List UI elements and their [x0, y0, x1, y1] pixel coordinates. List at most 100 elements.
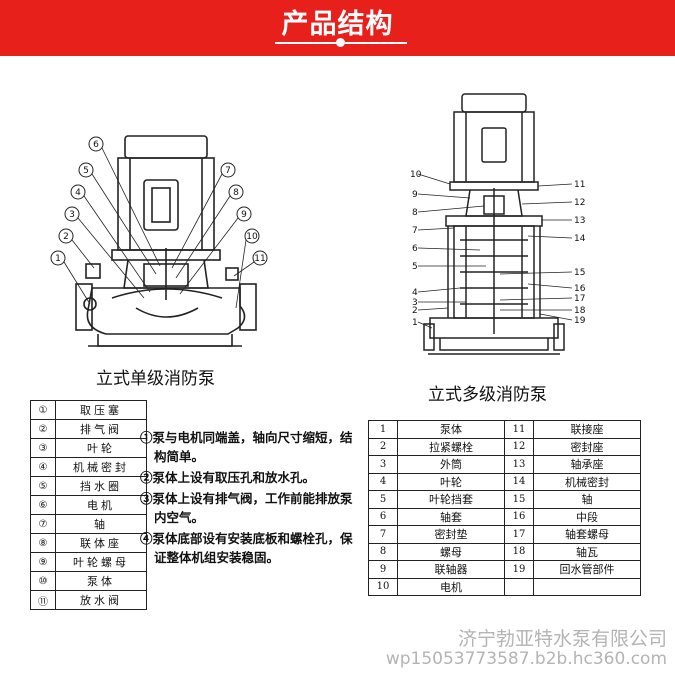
legend-part-name: 泵体	[397, 420, 505, 439]
legend-part-name: 叶轮挡套	[397, 490, 505, 509]
legend-number: 16	[504, 507, 534, 526]
note-4: ④泵体底部设有安装底板和螺栓孔，保证整体机组安装稳固。	[140, 531, 353, 565]
legend-part-name: 机械密封	[55, 457, 147, 477]
watermark-url: wp15053773587.b2b.hc360.com	[385, 649, 667, 669]
legend-number: 11	[504, 420, 534, 439]
multi-callout-11: 11	[574, 180, 585, 190]
legend-part-name: 拉紧螺栓	[397, 437, 505, 456]
legend-number: ⑥	[30, 495, 56, 515]
single-stage-notes: ①泵与电机同端盖，轴向尺寸缩短，结构简单。 ②泵体上设有取压孔和放水孔。 ③泵体…	[140, 428, 362, 569]
single-stage-caption: 立式单级消防泵	[96, 369, 215, 389]
legend-number: 3	[368, 455, 398, 474]
legend-number: 5	[368, 490, 398, 509]
note-3: ③泵体上设有排气阀，工作前能排放泵内空气。	[140, 491, 353, 525]
multi-callout-9: 9	[412, 190, 418, 200]
legend-number: 12	[504, 437, 534, 456]
legend-number: 6	[368, 507, 398, 526]
legend-part-name: 联轴器	[397, 560, 505, 579]
legend-part-name: 取压塞	[55, 400, 147, 420]
legend-part-name: 轴套螺母	[533, 525, 641, 544]
single-stage-pump-diagram: 6 5 4 3 2 1 7 8 9 10 11	[50, 135, 268, 347]
multi-callout-18: 18	[574, 306, 586, 316]
callout-6: 6	[93, 140, 99, 150]
legend-number: 7	[368, 525, 398, 544]
multi-callout-2: 2	[412, 306, 418, 316]
legend-part-name: 轴套	[397, 507, 505, 526]
header-banner: 产品结构	[0, 0, 675, 56]
legend-number: ⑤	[30, 476, 56, 496]
multi-callout-3: 3	[412, 298, 418, 308]
title-underline-dot	[336, 38, 345, 47]
legend-part-name: 密封座	[533, 437, 641, 456]
legend-part-name: 密封垫	[397, 525, 505, 544]
legend-number: 2	[368, 437, 398, 456]
legend-number: ⑧	[30, 533, 56, 553]
multi-stage-pump-diagram: 10 9 8 7 6 5 4 3 2 1 11 12 13 14 15 16 1…	[410, 93, 586, 355]
legend-part-name: 螺母	[397, 542, 505, 561]
legend-part-name: 中段	[533, 507, 641, 526]
legend-part-name: 挡水圈	[55, 476, 147, 496]
legend-number: 17	[504, 525, 534, 544]
multi-callout-12: 12	[574, 198, 585, 208]
legend-part-name: 轴	[55, 514, 147, 534]
legend-part-name: 叶轮	[397, 472, 505, 491]
callout-8: 8	[233, 188, 239, 198]
multi-callout-16: 16	[574, 284, 586, 294]
legend-part-name: 轴瓦	[533, 542, 641, 561]
callout-11: 11	[254, 254, 265, 264]
page-title: 产品结构	[281, 9, 394, 40]
legend-number: 10	[368, 577, 398, 596]
multi-callout-8: 8	[412, 208, 418, 218]
callout-7: 7	[225, 166, 231, 176]
callout-4: 4	[75, 188, 81, 198]
legend-number: 14	[504, 472, 534, 491]
multi-stage-caption: 立式多级消防泵	[428, 385, 547, 405]
multi-callout-5: 5	[412, 262, 418, 272]
callout-3: 3	[69, 210, 75, 220]
legend-part-name: 外筒	[397, 455, 505, 474]
legend-part-name	[533, 577, 641, 596]
multi-callout-10: 10	[410, 170, 422, 180]
callout-10: 10	[246, 232, 258, 242]
legend-number: ④	[30, 457, 56, 477]
legend-part-name: 机械密封	[533, 472, 641, 491]
legend-part-name: 电机	[397, 577, 505, 596]
legend-part-name: 联接座	[533, 420, 641, 439]
legend-number: 18	[504, 542, 534, 561]
callout-9: 9	[241, 210, 247, 220]
legend-part-name: 联体座	[55, 533, 147, 553]
legend-number: 15	[504, 490, 534, 509]
legend-number: ②	[30, 419, 56, 439]
multi-callout-4: 4	[412, 288, 418, 298]
legend-number: ⑨	[30, 552, 56, 572]
multi-callout-15: 15	[574, 268, 585, 278]
legend-part-name: 叶轮螺母	[55, 552, 147, 572]
callout-2: 2	[63, 232, 69, 242]
legend-part-name: 电机	[55, 495, 147, 515]
legend-number: ①	[30, 400, 56, 420]
legend-number: 1	[368, 420, 398, 439]
note-1: ①泵与电机同端盖，轴向尺寸缩短，结构简单。	[140, 430, 353, 464]
multi-callout-1: 1	[412, 318, 418, 328]
